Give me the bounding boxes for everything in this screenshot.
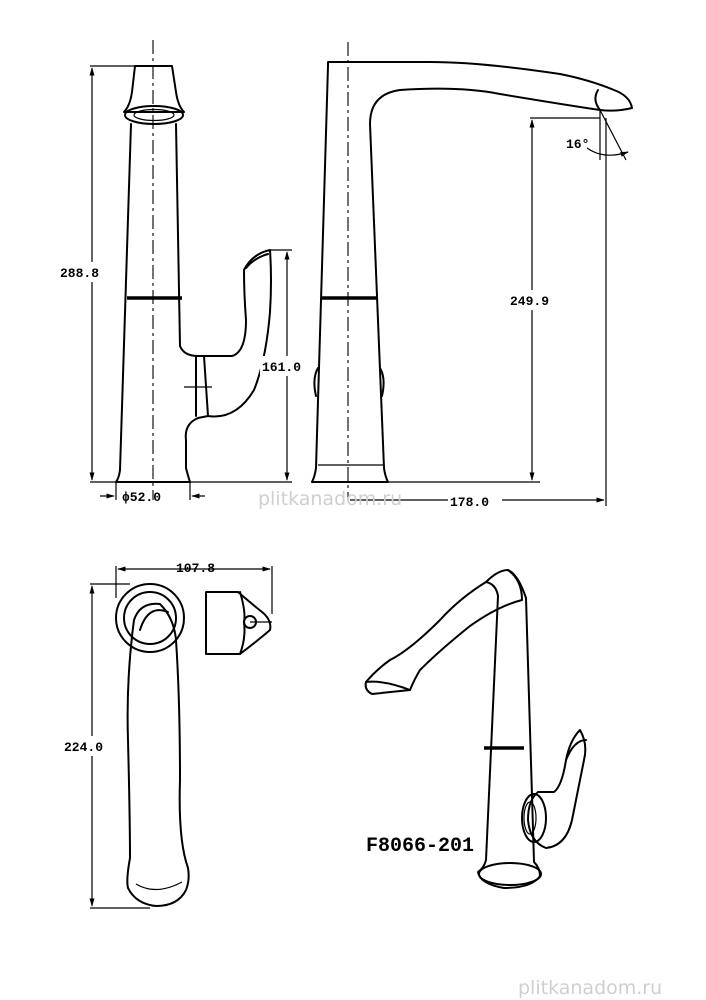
dim-angle: 16° bbox=[566, 137, 589, 152]
dim-base-diameter: ϕ52.0 bbox=[122, 490, 161, 505]
isometric-view bbox=[364, 569, 587, 889]
top-view: 107.8 224.0 bbox=[62, 561, 273, 909]
side-view: 16° 249.9 178.0 bbox=[311, 42, 633, 510]
dim-handle-height: 161.0 bbox=[262, 360, 301, 375]
watermark-center: plitkanadom.ru bbox=[258, 488, 402, 510]
dim-top-width: 107.8 bbox=[176, 561, 215, 576]
dim-reach: 178.0 bbox=[450, 495, 489, 510]
dim-spout-height: 249.9 bbox=[510, 294, 549, 309]
dim-top-length: 224.0 bbox=[64, 740, 103, 755]
model-label: F8066-201 bbox=[366, 835, 474, 858]
front-view: 288.8 161.0 ϕ52.0 bbox=[58, 40, 312, 505]
watermark-corner: plitkanadom.ru bbox=[518, 977, 662, 999]
dim-height-total: 288.8 bbox=[60, 266, 99, 281]
